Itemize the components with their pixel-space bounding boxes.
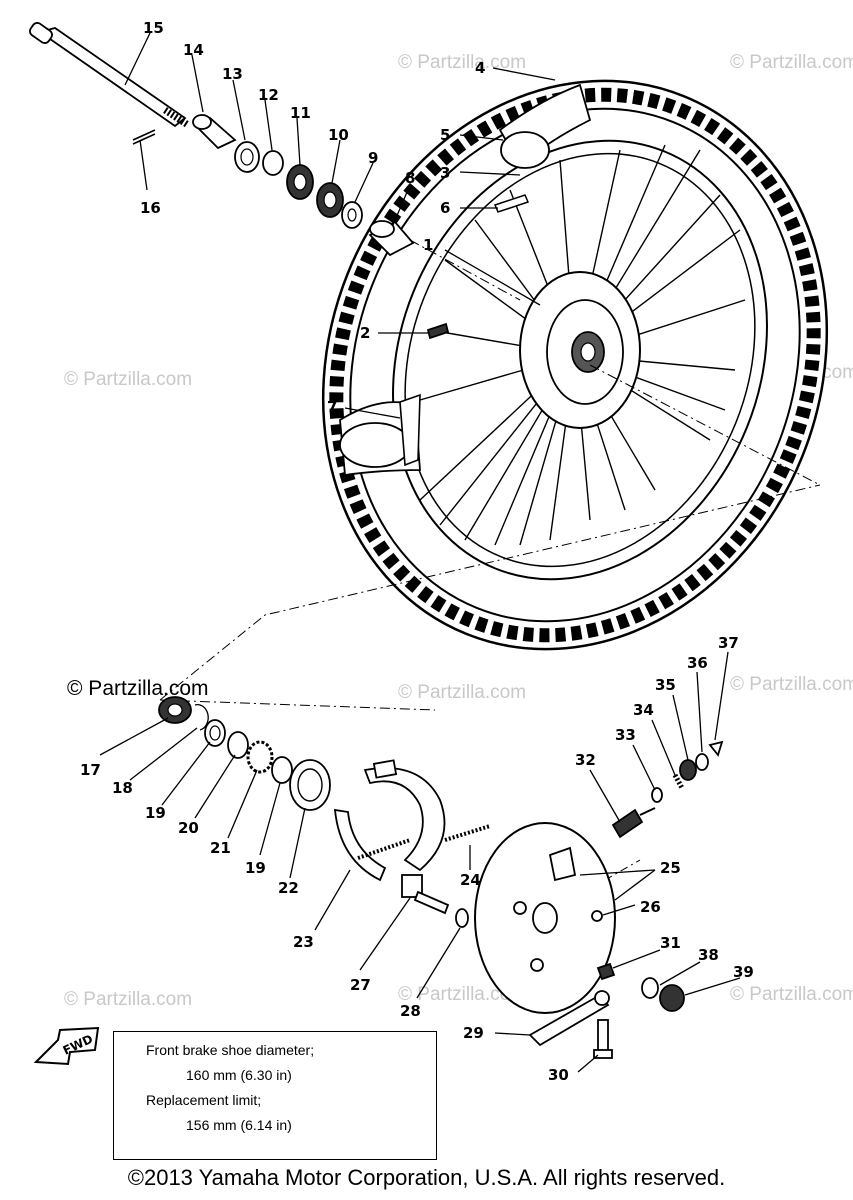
note-line-1: Front brake shoe diameter; xyxy=(146,1042,315,1058)
watermark-9: © Partzilla.com xyxy=(398,984,526,1005)
axle-parts xyxy=(29,22,450,340)
callout-30: 30 xyxy=(548,1066,569,1084)
watermark-8: © Partzilla.com xyxy=(64,989,192,1010)
callout-24: 24 xyxy=(460,871,481,889)
callout-39: 39 xyxy=(733,963,754,981)
callout-numbers: 1 2 3 4 5 6 7 8 9 10 11 12 13 14 15 16 1… xyxy=(80,19,754,1084)
callout-16: 16 xyxy=(140,199,161,217)
note-line-3: Replacement limit; xyxy=(146,1092,262,1108)
watermark-3: © Partzilla.com xyxy=(64,369,192,390)
brake-spec-note: Front brake shoe diameter; 160 mm (6.30 … xyxy=(113,1031,437,1160)
watermark-7: © Partzilla.com xyxy=(730,674,853,695)
callout-3: 3 xyxy=(440,164,450,182)
watermark-2: © Partzilla.com xyxy=(730,52,853,73)
front-wheel xyxy=(321,79,829,651)
callout-7: 7 xyxy=(327,398,337,416)
callout-5: 5 xyxy=(440,126,450,144)
callout-11: 11 xyxy=(290,104,311,122)
callout-28: 28 xyxy=(400,1002,421,1020)
callout-6: 6 xyxy=(440,199,450,217)
callout-26: 26 xyxy=(640,898,661,916)
callout-38: 38 xyxy=(698,946,719,964)
callout-22: 22 xyxy=(278,879,299,897)
callout-32: 32 xyxy=(575,751,596,769)
note-line-4: 156 mm (6.14 in) xyxy=(186,1117,292,1133)
callout-18: 18 xyxy=(112,779,133,797)
callout-20: 20 xyxy=(178,819,199,837)
leader-lines xyxy=(99,32,741,1073)
watermark-prominent: © Partzilla.com xyxy=(67,677,209,700)
callout-17: 17 xyxy=(80,761,101,779)
callout-4: 4 xyxy=(475,59,485,77)
callout-1: 1 xyxy=(423,236,433,254)
callout-9: 9 xyxy=(368,149,378,167)
callout-10: 10 xyxy=(328,126,349,144)
callout-8: 8 xyxy=(405,169,415,187)
callout-13: 13 xyxy=(222,65,243,83)
callout-15: 15 xyxy=(143,19,164,37)
callout-23: 23 xyxy=(293,933,314,951)
callout-34: 34 xyxy=(633,701,654,719)
callout-25: 25 xyxy=(660,859,681,877)
brake-parts xyxy=(158,239,821,1059)
callout-19a: 19 xyxy=(145,804,166,822)
callout-27: 27 xyxy=(350,976,371,994)
callout-33: 33 xyxy=(615,726,636,744)
callout-31: 31 xyxy=(660,934,681,952)
callout-35: 35 xyxy=(655,676,676,694)
callout-21: 21 xyxy=(210,839,231,857)
callout-14: 14 xyxy=(183,41,204,59)
callout-19b: 19 xyxy=(245,859,266,877)
callout-2: 2 xyxy=(360,324,370,342)
copyright-footer: ©2013 Yamaha Motor Corporation, U.S.A. A… xyxy=(127,1165,726,1190)
callout-36: 36 xyxy=(687,654,708,672)
fwd-arrow: FWD xyxy=(33,1026,100,1066)
watermark-6: © Partzilla.com xyxy=(398,682,526,703)
callout-37: 37 xyxy=(718,634,739,652)
note-line-2: 160 mm (6.30 in) xyxy=(186,1067,292,1083)
callout-29: 29 xyxy=(463,1024,484,1042)
watermark-1: © Partzilla.com xyxy=(398,52,526,73)
watermark-10: © Partzilla.com xyxy=(730,984,853,1005)
callout-12: 12 xyxy=(258,86,279,104)
